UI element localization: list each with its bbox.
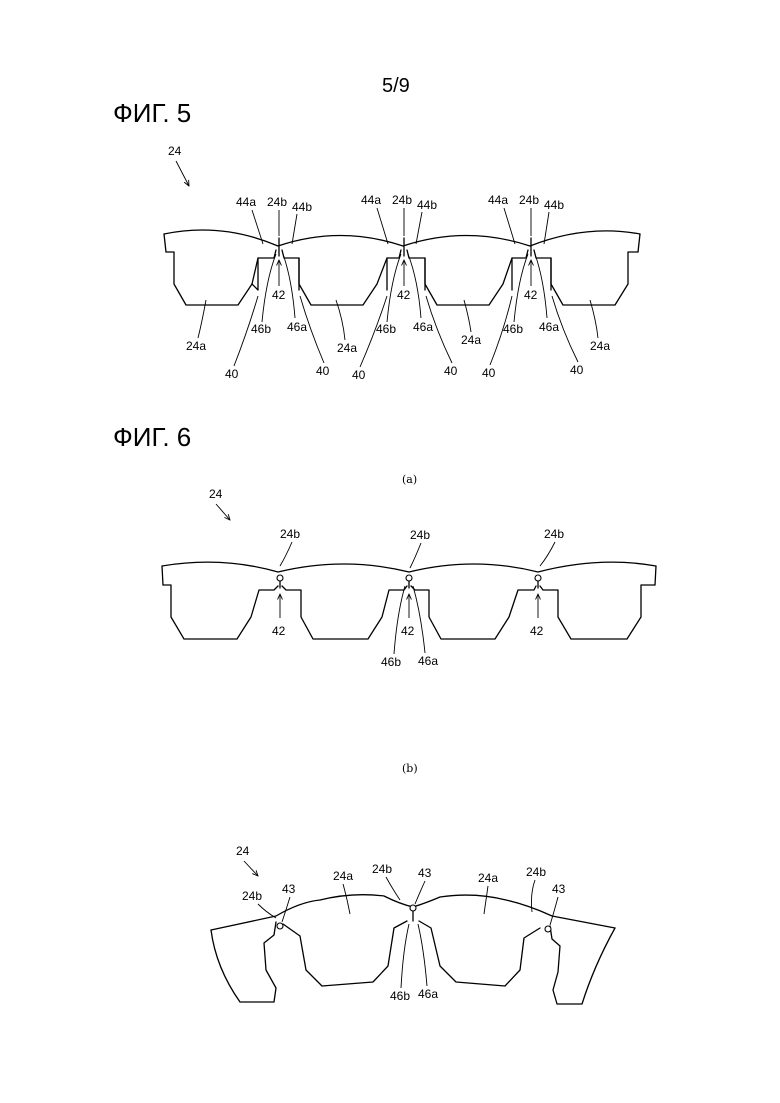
left-end-segment xyxy=(211,922,276,1002)
right-end xyxy=(638,234,640,252)
gap-label: 42 xyxy=(530,624,544,638)
tooth-label: 24a xyxy=(186,339,206,353)
figure-5-title: ФИГ. 5 xyxy=(113,98,191,128)
caption-b: (b) xyxy=(402,762,418,775)
gap-label: 42 xyxy=(272,624,286,638)
core-ref-label: 24 xyxy=(236,844,250,858)
gap-hole xyxy=(277,575,283,581)
edge-b-label: 46b xyxy=(390,989,410,1003)
left-end xyxy=(164,234,166,252)
tooth-label: 24a xyxy=(590,339,610,353)
face-b-label: 44b xyxy=(417,198,437,212)
yoke-outline xyxy=(164,230,640,246)
hole-label: 43 xyxy=(282,882,296,896)
hole xyxy=(277,923,283,929)
slot-label: 40 xyxy=(482,366,496,380)
slot-label: 40 xyxy=(316,364,330,378)
edge-a-label: 46a xyxy=(539,320,559,334)
bridge-label: 24b xyxy=(519,193,539,207)
edge-a-label: 46a xyxy=(413,320,433,334)
slot-labels: 40 40 40 40 40 40 xyxy=(225,296,584,382)
face-a-label: 44a xyxy=(236,195,256,209)
bridge-label: 24b xyxy=(242,889,262,903)
figure-6b: (b) 24 24b 43 24a 24b 43 24a 24b 43 xyxy=(211,762,615,1004)
hole xyxy=(410,905,416,911)
tooth-label: 24a xyxy=(333,869,353,883)
bridge-label: 24b xyxy=(267,195,287,209)
tooth-label: 24a xyxy=(337,341,357,355)
hole-label: 43 xyxy=(552,882,566,896)
figure-6-title: ФИГ. 6 xyxy=(113,422,191,452)
tooth-label: 24a xyxy=(478,871,498,885)
bridge-label: 24b xyxy=(526,865,546,879)
edge-b-label: 46b xyxy=(381,655,401,669)
figure-6a: (a) 24 24b 24b 24b 42 42 42 46b 46a xyxy=(162,473,656,669)
slot-label: 40 xyxy=(444,364,458,378)
gap-labels: 42 42 42 xyxy=(272,260,538,302)
hole xyxy=(545,926,551,932)
edge-a-label: 46a xyxy=(418,987,438,1001)
top-labels: 44a 24b 44b 44a 24b 44b 44a 24b 44b xyxy=(236,193,564,244)
edge-b-label: 46b xyxy=(503,322,523,336)
edge-b-label: 46b xyxy=(376,322,396,336)
edge-a-label: 46a xyxy=(418,654,438,668)
bridge-label: 24b xyxy=(372,862,392,876)
gap-label: 42 xyxy=(401,624,415,638)
bridge-label: 24b xyxy=(544,527,564,541)
slot-label: 40 xyxy=(570,363,584,377)
tooth-label: 24a xyxy=(461,333,481,347)
face-b-label: 44b xyxy=(544,198,564,212)
hole-label: 43 xyxy=(418,866,432,880)
gap-label: 42 xyxy=(524,288,538,302)
yoke-outline xyxy=(162,562,656,572)
gap-label: 42 xyxy=(272,288,286,302)
face-a-label: 44a xyxy=(361,193,381,207)
core-ref-arrow xyxy=(244,861,258,876)
slot-label: 40 xyxy=(352,368,366,382)
teeth-profile xyxy=(283,921,540,986)
slot-label: 40 xyxy=(225,367,239,381)
edge-b-label: 46b xyxy=(251,322,271,336)
caption-a: (a) xyxy=(402,473,417,486)
core-ref-label: 24 xyxy=(168,144,182,158)
bridge-label: 24b xyxy=(280,527,300,541)
page-number: 5/9 xyxy=(382,75,410,97)
core-ref-arrow xyxy=(216,504,230,520)
face-a-label: 44a xyxy=(488,193,508,207)
face-b-label: 44b xyxy=(292,200,312,214)
figure-5: 24 44a 24b 44b 44a 24 xyxy=(164,144,640,382)
bridge-label: 24b xyxy=(410,528,430,542)
right-end-segment xyxy=(550,926,615,1004)
edge-a-label: 46a xyxy=(287,320,307,334)
core-ref-arrow xyxy=(176,161,189,186)
bridge-label: 24b xyxy=(392,193,412,207)
core-ref-label: 24 xyxy=(209,487,223,501)
gap-hole xyxy=(535,575,541,581)
gap-hole xyxy=(406,575,412,581)
gap-label: 42 xyxy=(397,288,411,302)
